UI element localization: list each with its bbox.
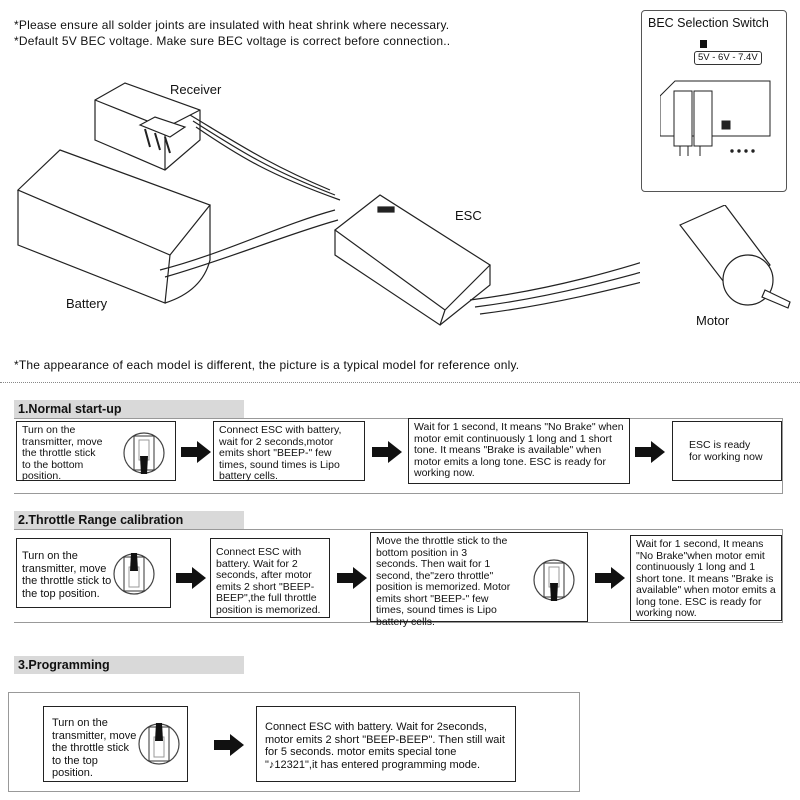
section-2-title: 2.Throttle Range calibration xyxy=(14,511,244,529)
note-heat-shrink: *Please ensure all solder joints are ins… xyxy=(14,18,450,32)
s3-step1: Turn on the transmitter, move the thrott… xyxy=(43,706,188,782)
s3-step2: Connect ESC with battery. Wait for 2seco… xyxy=(256,706,516,782)
s2-step3: Move the throttle stick to the bottom po… xyxy=(370,532,588,627)
s2-step1: Turn on the transmitter, move the thrott… xyxy=(16,538,171,608)
right-arrow-icon xyxy=(214,734,244,756)
throttle-stick-top-icon xyxy=(113,553,155,595)
esc-illustration xyxy=(334,194,491,326)
note-default-bec: *Default 5V BEC voltage. Make sure BEC v… xyxy=(14,34,451,48)
s1-step1: Turn on the transmitter, move the thrott… xyxy=(16,421,176,482)
bec-switch-knob xyxy=(700,40,707,48)
bec-voltage-range: 5V - 6V - 7.4V xyxy=(694,51,762,65)
right-arrow-icon xyxy=(595,567,625,589)
s1-step2: Connect ESC with battery, wait for 2 sec… xyxy=(213,421,365,482)
s3-step1-text: Turn on the transmitter, move the thrott… xyxy=(52,717,137,779)
bec-selection-panel: BEC Selection Switch 5V - 6V - 7.4V xyxy=(641,10,787,192)
s2-step1-text: Turn on the transmitter, move the thrott… xyxy=(22,550,112,600)
section-1-frame xyxy=(14,418,783,494)
throttle-stick-top-icon xyxy=(138,723,180,765)
motor-label: Motor xyxy=(696,313,730,328)
appearance-note: *The appearance of each model is differe… xyxy=(14,358,520,372)
section-2-frame xyxy=(14,529,783,623)
s2-step2: Connect ESC with battery. Wait for 2 sec… xyxy=(210,538,330,618)
section-3-title: 3.Programming xyxy=(14,656,244,674)
right-arrow-icon xyxy=(372,441,402,463)
receiver-illustration xyxy=(94,82,201,171)
right-arrow-icon xyxy=(181,441,211,463)
throttle-stick-bottom-icon xyxy=(533,559,575,601)
right-arrow-icon xyxy=(337,567,367,589)
battery-illustration xyxy=(16,149,211,304)
divider xyxy=(0,382,800,383)
wiring-diagram xyxy=(16,82,640,326)
bec-pcb-illustration xyxy=(660,80,771,156)
section-3-frame xyxy=(8,692,580,792)
motor-illustration xyxy=(679,205,791,309)
s1-step3: Wait for 1 second, It means "No Brake" w… xyxy=(408,418,630,484)
s2-step4: Wait for 1 second, It means "No Brake"wh… xyxy=(630,535,782,621)
section-1-title: 1.Normal start-up xyxy=(14,400,244,418)
esc-label: ESC xyxy=(455,208,482,223)
receiver-label: Receiver xyxy=(170,82,222,97)
s2-step3-text: Move the throttle stick to the bottom po… xyxy=(376,535,511,628)
s1-step4: ESC is ready for working now xyxy=(672,421,782,481)
s1-step1-text: Turn on the transmitter, move the thrott… xyxy=(22,424,103,482)
right-arrow-icon xyxy=(635,441,665,463)
bec-title: BEC Selection Switch xyxy=(648,16,769,30)
throttle-stick-bottom-icon xyxy=(123,432,165,474)
right-arrow-icon xyxy=(176,567,206,589)
battery-label: Battery xyxy=(66,296,108,311)
